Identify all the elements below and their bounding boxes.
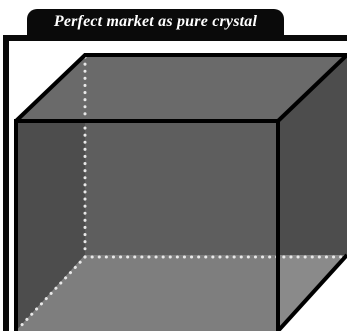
cube-top-face: [16, 55, 347, 121]
cube-hidden-edges: [16, 55, 347, 331]
edge-front-rectangle: [14, 119, 280, 331]
edge-top-back: [14, 53, 347, 123]
cube-visible-edges: [14, 53, 347, 331]
edge-top-right-diagonal: [276, 53, 347, 123]
diagram-title: Perfect market as pure crystal: [53, 13, 258, 30]
cube-left-face: [16, 55, 85, 331]
title-tab: Perfect market as pure crystal: [27, 9, 284, 35]
cube-bottom-face: [16, 255, 347, 331]
edge-bottom-right-diagonal: [276, 253, 347, 331]
hidden-edge-bottom-left-diagonal: [16, 255, 87, 331]
cube-front-face: [16, 121, 278, 331]
